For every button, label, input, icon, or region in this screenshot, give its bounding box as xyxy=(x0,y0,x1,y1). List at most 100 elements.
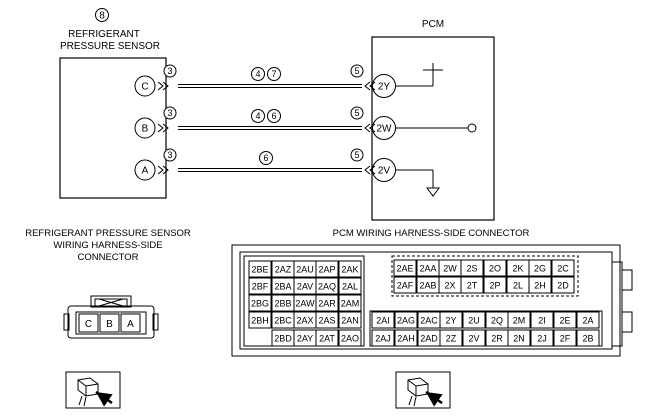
pcm-pin-cell xyxy=(338,294,362,312)
pcm-pin-2K: 2K xyxy=(512,264,523,274)
pcm-pin-2W: 2W xyxy=(443,264,457,274)
wire-left-ref: 3 xyxy=(167,150,172,160)
pcm-pin-cell xyxy=(551,259,575,277)
latch-cross xyxy=(98,298,124,307)
pcm-pin-2BD: 2BD xyxy=(274,334,292,344)
pcm-pin-2J: 2J xyxy=(537,334,547,344)
pcm-pin-cell xyxy=(528,259,552,277)
pcm-pin-2AR: 2AR xyxy=(318,299,336,309)
sensor-connector-ear-right xyxy=(152,313,159,331)
pcm-pin-2BG: 2BG xyxy=(251,299,269,309)
pcm-pin-2AS: 2AS xyxy=(318,316,335,326)
pcm-pin-2BC: 2BC xyxy=(274,316,292,326)
pcm-pin-2AM: 2AM xyxy=(341,299,360,309)
pcm-pin-cell xyxy=(483,276,507,294)
pcm-title: PCM xyxy=(422,19,444,30)
icon-arrow xyxy=(425,390,443,407)
pcm-pin-cell xyxy=(553,329,577,347)
icon-arrow xyxy=(95,390,113,407)
pcm-pin-2M: 2M xyxy=(513,316,526,326)
open-circle-icon xyxy=(467,123,477,133)
pcm-pin-cell xyxy=(394,329,418,347)
pcm-pin-cell xyxy=(338,329,362,347)
pcm-connector-tab xyxy=(612,261,623,347)
arrow-down-icon xyxy=(426,187,440,197)
sensor-pin-C: C xyxy=(141,82,148,93)
pcm-pin-2F: 2F xyxy=(560,334,571,344)
pcm-pin-2D: 2D xyxy=(557,281,569,291)
sensor-title-line2: PRESSURE SENSOR xyxy=(60,41,160,52)
pcm-pin-2C: 2C xyxy=(557,264,569,274)
pcm-pin-2AI: 2AI xyxy=(376,316,390,326)
wire-right-ref: 5 xyxy=(354,66,359,76)
wire-mid-ref: 7 xyxy=(271,69,276,79)
pcm-pin-2AW: 2AW xyxy=(295,299,315,309)
sensor-connector-face xyxy=(75,311,147,335)
sensor-pin-B: B xyxy=(142,124,149,135)
pcm-pin-cell xyxy=(439,329,463,347)
wire-mid-ref: 6 xyxy=(263,153,268,163)
pcm-pin-2AH: 2AH xyxy=(397,334,415,344)
pcm-pin-2Y: 2Y xyxy=(445,316,456,326)
wire-right-ref: 5 xyxy=(354,108,359,118)
pcm-pin-cell xyxy=(462,311,486,329)
pcm-pin-2G: 2G xyxy=(534,264,546,274)
icon-wires xyxy=(78,395,87,407)
pcm-terminal-2W: 2W xyxy=(377,124,393,135)
pcm-pin-2U: 2U xyxy=(468,316,480,326)
pcm-pin-2AY: 2AY xyxy=(297,334,313,344)
pcm-pin-2A: 2A xyxy=(582,316,593,326)
pcm-pin-2BB: 2BB xyxy=(274,299,291,309)
pcm-connector-outer xyxy=(231,244,621,357)
pcm-pin-2AT: 2AT xyxy=(319,334,335,344)
sensor-connector-pin-C: C xyxy=(85,319,92,330)
pcm-pin-2Z: 2Z xyxy=(446,334,457,344)
sensor-connector-pin-B: B xyxy=(106,319,113,330)
sensor-connector-pin-A: A xyxy=(127,319,134,330)
wire-left-ref-circle xyxy=(163,64,177,78)
pcm-pin-2O: 2O xyxy=(489,264,501,274)
wire-mid-ref: 6 xyxy=(271,111,276,121)
sensor-connector-latch xyxy=(90,295,132,308)
pcm-pin-cell xyxy=(338,311,362,329)
pcm-box xyxy=(371,36,495,221)
pcm-pin-cell xyxy=(393,276,417,294)
sensor-connector-title-line1: REFRIGERANT PRESSURE SENSOR xyxy=(25,228,191,239)
sensor-ref-number-circle xyxy=(95,8,109,22)
pcm-pin-2X: 2X xyxy=(444,281,455,291)
pcm-terminal-2V-circle xyxy=(372,158,396,182)
pcm-pin-cell xyxy=(338,260,362,278)
pcm-top-right-frame xyxy=(391,255,579,297)
sensor-pin-B-circle xyxy=(134,117,156,139)
sensor-connector-title-line2: WIRING HARNESS-SIDE xyxy=(53,240,162,251)
wire-right-ref-circle xyxy=(350,64,364,78)
pcm-pin-2AD: 2AD xyxy=(420,334,438,344)
pcm-pin-2AP: 2AP xyxy=(318,265,335,275)
pcm-pin-cell xyxy=(371,311,395,329)
sensor-ref-number: 8 xyxy=(99,11,105,22)
connector-chevron-right xyxy=(364,165,376,175)
pcm-pin-2AZ: 2AZ xyxy=(275,265,292,275)
wire-right-ref-circle xyxy=(350,148,364,162)
wire-left-ref-circle xyxy=(163,106,177,120)
pcm-pin-2H: 2H xyxy=(534,281,546,291)
pcm-pin-cell xyxy=(553,311,577,329)
wire-mid-ref-circle xyxy=(251,67,265,81)
pcm-pin-cell xyxy=(576,311,600,329)
pcm-pin-cell xyxy=(315,311,339,329)
pcm-pin-cell xyxy=(530,329,554,347)
wire-mid-ref-circle xyxy=(267,67,281,81)
pcm-pin-2AJ: 2AJ xyxy=(375,334,391,344)
connector-view-icon xyxy=(65,371,121,409)
pcm-pin-cell xyxy=(528,276,552,294)
icon-wires xyxy=(408,395,417,407)
pcm-pin-cell xyxy=(439,311,463,329)
sensor-pin-C-circle xyxy=(134,75,156,97)
pcm-pin-cell xyxy=(315,294,339,312)
pcm-terminal-2V: 2V xyxy=(378,166,391,177)
sensor-connector-pin-cell xyxy=(99,313,120,333)
wire-mid-ref: 4 xyxy=(255,111,260,121)
pcm-pin-2AA: 2AA xyxy=(419,264,436,274)
pcm-pin-2P: 2P xyxy=(489,281,500,291)
connector-chevron-left xyxy=(157,123,169,133)
